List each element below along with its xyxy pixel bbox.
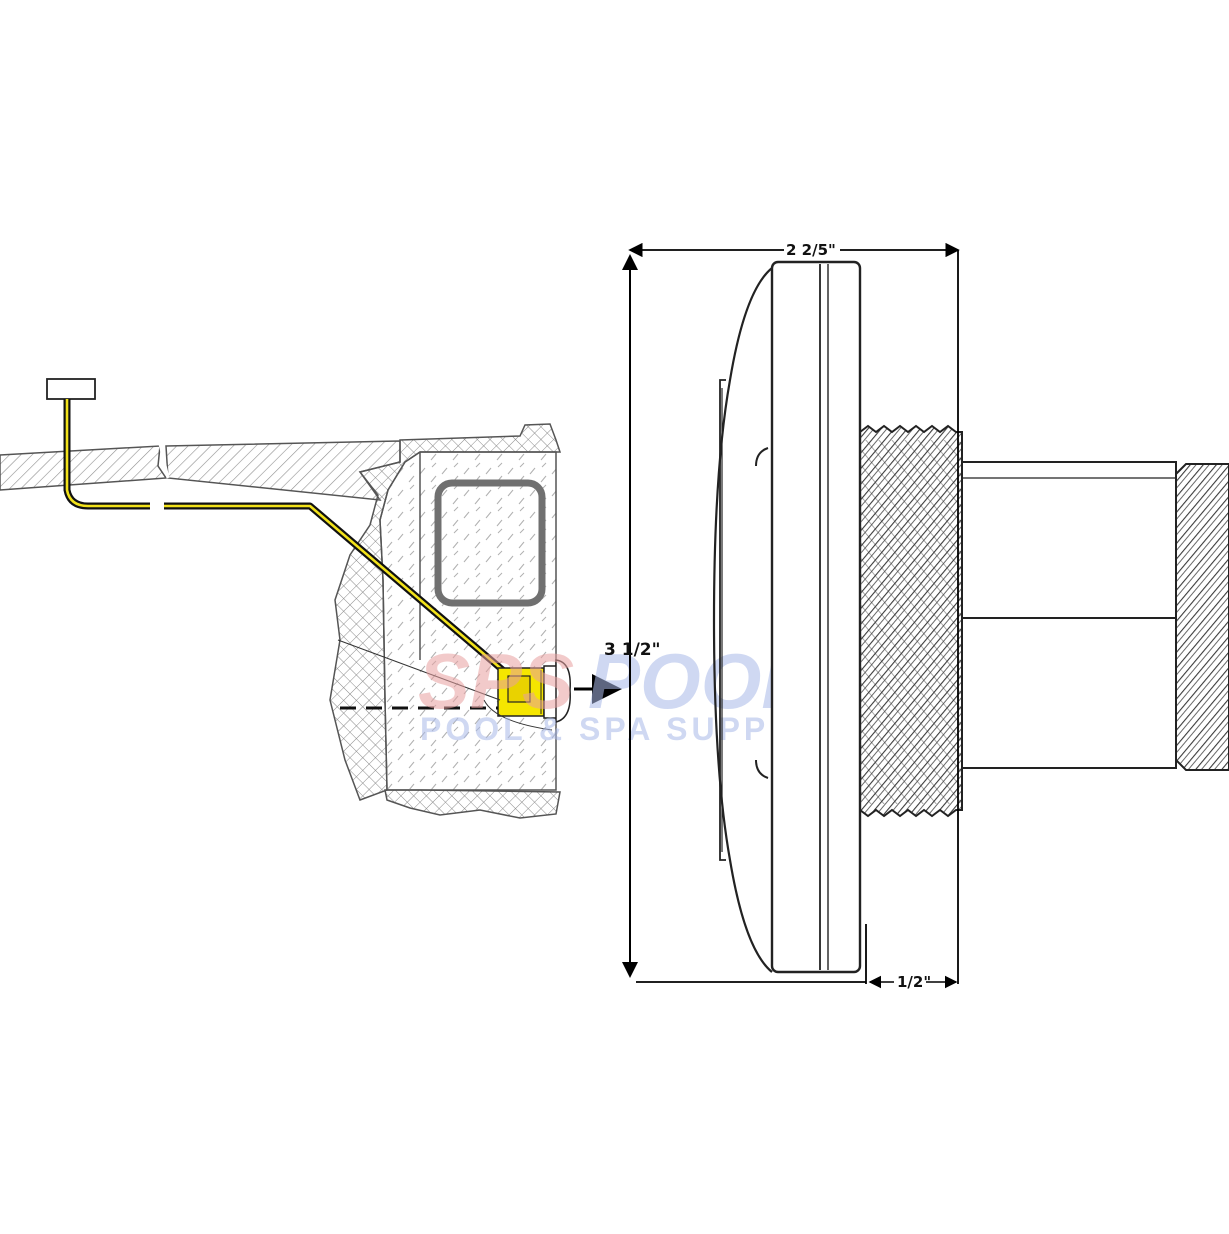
wall-light-fixture (337, 639, 571, 731)
fixture-profile (712, 260, 1229, 974)
barrel-lower (961, 617, 1177, 769)
depth-dimension-label: 2 2/5" (786, 241, 836, 259)
barrel-upper (961, 461, 1177, 619)
deck-slab-left (0, 445, 168, 491)
conduit-run (46, 378, 508, 675)
watermark-brand-prefix: SPS (418, 637, 574, 725)
flange-dimension-label: 1/2" (897, 973, 931, 991)
faceplate (770, 260, 862, 974)
lens-dome (712, 267, 773, 973)
height-dimension-label: 3 1/2" (604, 640, 660, 660)
junction-box (46, 378, 96, 400)
pool-wall-section (0, 423, 562, 819)
wall-crosshatch-bottom (384, 789, 561, 819)
conduit-highlight (65, 399, 506, 673)
niche-outline (434, 479, 546, 607)
rear-thread (1175, 463, 1229, 771)
